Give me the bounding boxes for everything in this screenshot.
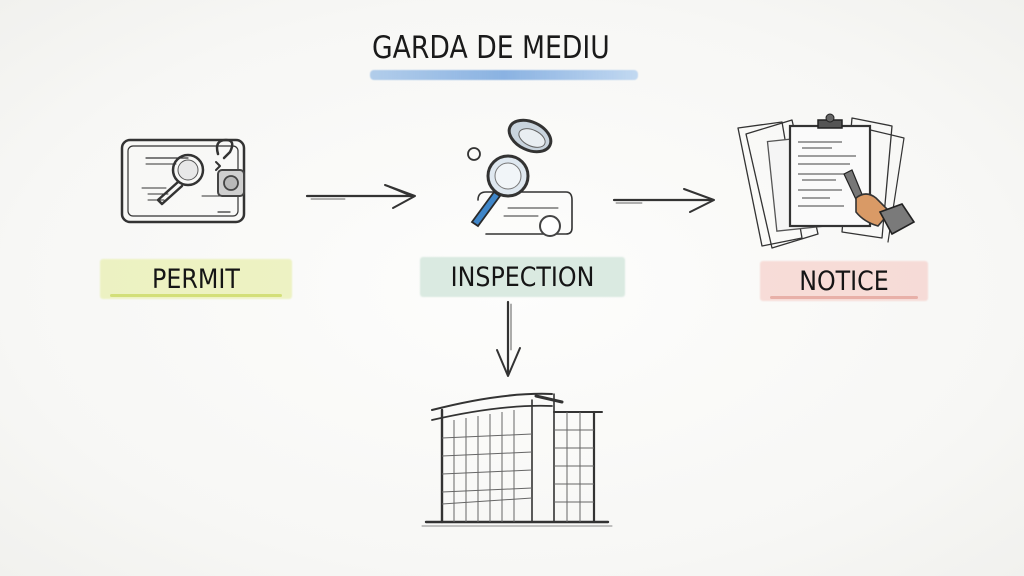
diagram-title: GARDA DE MEDIU (372, 30, 610, 66)
permit-certificate-icon (120, 138, 246, 224)
arrow-inspection-to-building (496, 300, 521, 377)
magnifier-inspection-icon (467, 118, 573, 237)
node-permit: PERMIT (100, 259, 292, 299)
notice-highlight (760, 261, 928, 301)
notice-underline (770, 296, 918, 299)
permit-underline (110, 294, 282, 297)
title-underline (370, 70, 638, 80)
inspection-highlight (420, 257, 625, 297)
building-icon (421, 392, 613, 527)
inspection-label: INSPECTION (450, 262, 595, 293)
node-inspection: INSPECTION (420, 257, 625, 297)
clipboard-notice-icon (737, 113, 916, 249)
permit-label: PERMIT (152, 264, 240, 295)
permit-highlight (100, 259, 292, 299)
arrow-inspection-to-notice (612, 188, 715, 213)
notice-label: NOTICE (799, 266, 889, 297)
arrow-permit-to-inspection (305, 184, 416, 209)
node-notice: NOTICE (760, 261, 928, 301)
